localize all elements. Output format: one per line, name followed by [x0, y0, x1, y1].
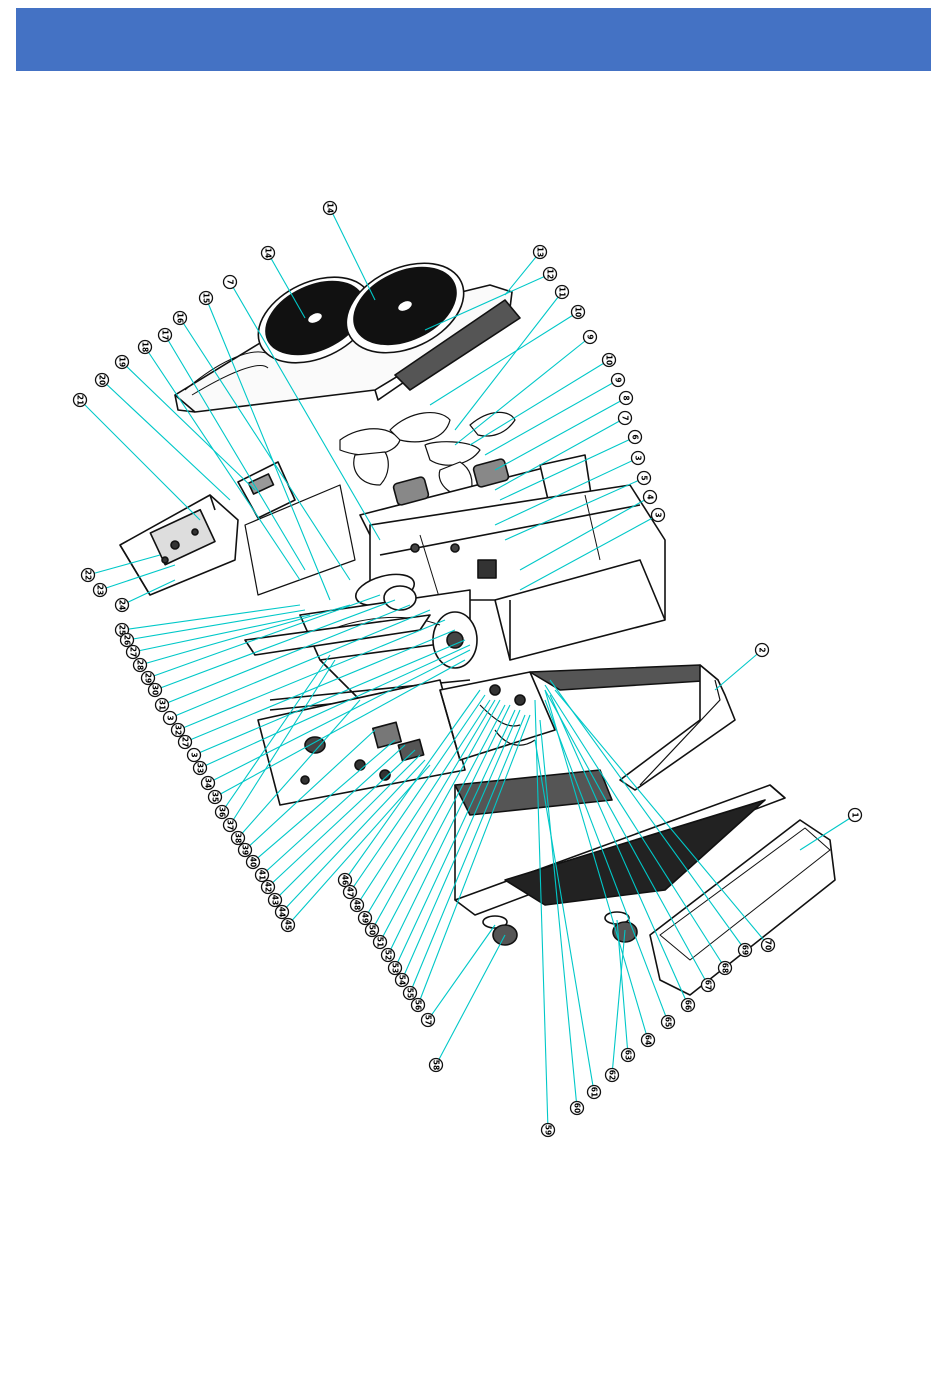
callout-label: 35	[210, 792, 219, 802]
callout-label: 17	[160, 330, 169, 340]
top-panel	[175, 246, 520, 412]
callout-label: 14	[263, 248, 272, 258]
callout-label: 19	[117, 357, 126, 367]
callout-label: 11	[557, 287, 566, 297]
frame-component	[478, 560, 496, 578]
callout-label: 50	[367, 925, 376, 935]
callout-label: 27	[128, 647, 137, 657]
callout-label: 12	[545, 269, 554, 279]
callout-label: 44	[277, 907, 286, 917]
callout-label: 67	[703, 980, 712, 990]
callout-label: 3	[165, 715, 174, 720]
callout-label: 48	[352, 900, 361, 910]
callout-label: 24	[117, 600, 126, 610]
callout-label: 10	[604, 355, 613, 365]
callout-label: 3	[633, 455, 642, 460]
callout-leader	[505, 252, 540, 295]
callout-label: 57	[423, 1015, 432, 1025]
callout-label: 7	[225, 279, 234, 284]
callout-label: 26	[122, 635, 131, 645]
callout-label: 2	[757, 647, 766, 652]
callout-label: 4	[645, 494, 654, 499]
callout-label: 31	[157, 700, 166, 710]
callout-label: 65	[663, 1017, 672, 1027]
callout-label: 37	[225, 820, 234, 830]
callout-label: 43	[270, 895, 279, 905]
callout-label: 13	[535, 247, 544, 257]
callout-label: 53	[390, 963, 399, 973]
callout-label: 33	[195, 763, 204, 773]
callout-label: 23	[95, 585, 104, 595]
callout-label: 20	[97, 375, 106, 385]
callout-label: 28	[135, 660, 144, 670]
callout-label: 9	[613, 377, 622, 382]
callout-label: 64	[643, 1035, 652, 1045]
callout-label: 21	[75, 395, 84, 405]
side-coil	[530, 665, 735, 790]
callout-label: 18	[140, 342, 149, 352]
callout-label: 42	[263, 882, 272, 892]
callout-label: 60	[572, 1103, 581, 1113]
callout-label: 6	[630, 434, 639, 439]
callout-label: 70	[763, 940, 772, 950]
callout-label: 7	[620, 415, 629, 420]
callout-label: 34	[203, 778, 212, 788]
callout-label: 38	[233, 833, 242, 843]
callout-label: 14	[325, 203, 334, 213]
callout-label: 5	[639, 475, 648, 480]
callout-label: 56	[413, 1000, 422, 1010]
callout-label: 69	[740, 945, 749, 955]
callout-label: 51	[375, 937, 384, 947]
callout-leader	[80, 400, 200, 520]
callout-label: 3	[189, 752, 198, 757]
parts-group	[120, 246, 835, 995]
callout-label: 9	[585, 334, 594, 339]
callout-label: 22	[83, 570, 92, 580]
callout-label: 29	[143, 673, 152, 683]
callout-label: 8	[621, 395, 630, 400]
callout-label: 61	[589, 1087, 598, 1097]
callout-label: 52	[383, 950, 392, 960]
callout-label: 59	[543, 1125, 552, 1135]
callout-leader	[535, 700, 548, 1130]
callout-leader	[470, 360, 609, 445]
callout-label: 3	[653, 512, 662, 517]
callout-label: 16	[175, 313, 184, 323]
callout-label: 46	[340, 875, 349, 885]
callout-label: 39	[240, 845, 249, 855]
callout-label: 15	[201, 293, 210, 303]
callout-label: 54	[397, 975, 406, 985]
callout-label: 47	[345, 887, 354, 897]
electrical-box	[120, 495, 238, 595]
callout-label: 68	[720, 963, 729, 973]
callout-label: 30	[150, 685, 159, 695]
callout-leader	[436, 935, 505, 1065]
callout-label: 49	[360, 913, 369, 923]
callout-leader	[495, 398, 626, 470]
callout-label: 36	[217, 807, 226, 817]
callout-label: 66	[683, 1000, 692, 1010]
callout-label: 10	[573, 307, 582, 317]
callout-label: 63	[623, 1050, 632, 1060]
callout-label: 1	[850, 812, 859, 817]
callout-label: 40	[248, 857, 257, 867]
callout-label: 58	[431, 1060, 440, 1070]
callout-label: 32	[173, 725, 182, 735]
callout-leader	[715, 650, 762, 690]
callout-label: 62	[607, 1070, 616, 1080]
callout-label: 27	[180, 737, 189, 747]
callout-label: 45	[283, 920, 292, 930]
callout-label: 41	[257, 870, 266, 880]
callout-label: 55	[405, 988, 414, 998]
